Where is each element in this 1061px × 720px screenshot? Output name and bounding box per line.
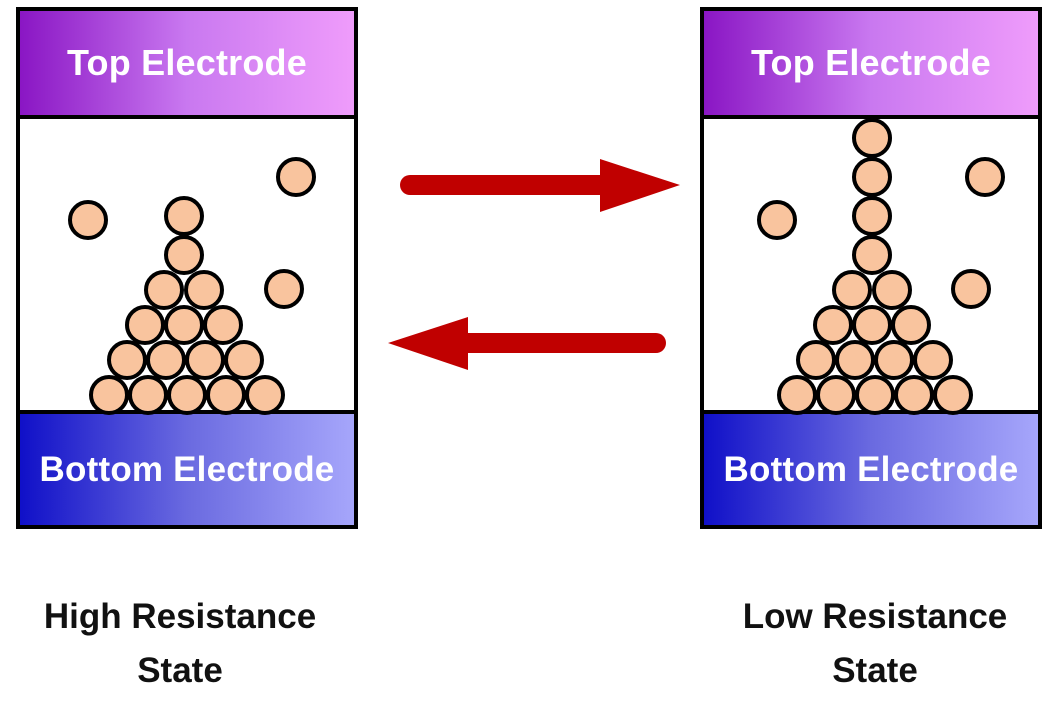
reset-arrow-head bbox=[388, 317, 468, 370]
lrs-state-label: Low Resistance State bbox=[742, 597, 1008, 690]
hrs-bottom-electrode-label: Bottom Electrode bbox=[39, 449, 335, 489]
lrs-cell: Top Electrode Bottom Electrode bbox=[700, 7, 1042, 529]
set-arrow-head bbox=[600, 159, 680, 212]
hrs-bottom-electrode: Bottom Electrode bbox=[20, 410, 354, 525]
hrs-state-label: High Resistance State bbox=[43, 597, 317, 690]
set-arrow bbox=[400, 159, 680, 212]
hrs-top-electrode: Top Electrode bbox=[20, 11, 354, 119]
lrs-bottom-electrode: Bottom Electrode bbox=[704, 410, 1038, 525]
lrs-bottom-electrode-label: Bottom Electrode bbox=[723, 449, 1019, 489]
lrs-top-electrode: Top Electrode bbox=[704, 11, 1038, 119]
lrs-top-electrode-label: Top Electrode bbox=[751, 42, 991, 83]
hrs-cell: Top Electrode Bottom Electrode bbox=[16, 7, 358, 529]
reset-arrow bbox=[388, 317, 666, 370]
hrs-top-electrode-label: Top Electrode bbox=[67, 42, 307, 83]
